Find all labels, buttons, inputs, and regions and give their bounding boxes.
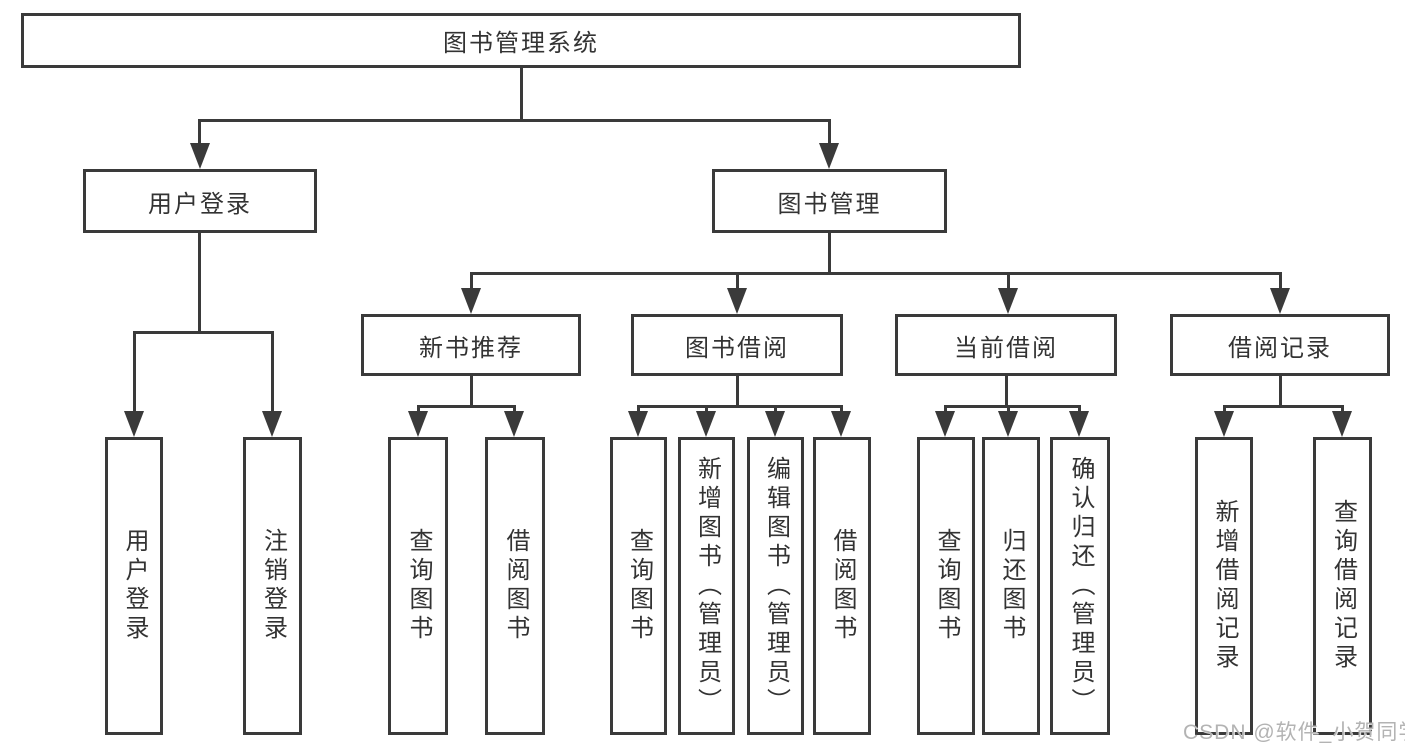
arrow-down-icon bbox=[190, 143, 210, 169]
connector-line bbox=[1279, 272, 1282, 289]
leaf-query-books-recommend: 查询图书 bbox=[388, 437, 448, 735]
arrow-down-icon bbox=[124, 411, 144, 437]
arrow-down-icon bbox=[696, 411, 716, 437]
arrow-down-icon bbox=[998, 288, 1018, 314]
csdn-watermark: CSDN @软件_小贺同学 bbox=[1183, 721, 1405, 744]
leaf-borrow-books-recommend-label: 借阅图书 bbox=[502, 528, 529, 644]
leaf-return-books-label: 归还图书 bbox=[998, 528, 1025, 644]
leaf-add-borrow-record: 新增借阅记录 bbox=[1195, 437, 1253, 735]
arrow-down-icon bbox=[504, 411, 524, 437]
leaf-logout: 注销登录 bbox=[243, 437, 302, 735]
node-user-login-label: 用户登录 bbox=[148, 190, 252, 218]
connector-line bbox=[1279, 376, 1282, 407]
arrow-down-icon bbox=[628, 411, 648, 437]
leaf-borrow-books-recommend: 借阅图书 bbox=[485, 437, 545, 735]
node-user-login: 用户登录 bbox=[83, 169, 317, 233]
connector-line bbox=[1223, 405, 1344, 408]
arrow-down-icon bbox=[1332, 411, 1352, 437]
connector-line bbox=[774, 405, 777, 414]
arrow-down-icon bbox=[727, 288, 747, 314]
node-book-borrowing: 图书借阅 bbox=[631, 314, 843, 376]
leaf-confirm-return-admin-label: 确认归还（管理员） bbox=[1067, 455, 1094, 717]
arrow-down-icon bbox=[998, 411, 1018, 437]
connector-line bbox=[736, 376, 739, 407]
node-library-system-label: 图书管理系统 bbox=[443, 30, 599, 57]
node-book-borrowing-label: 图书借阅 bbox=[685, 334, 789, 362]
arrow-down-icon bbox=[765, 411, 785, 437]
leaf-edit-books-admin: 编辑图书（管理员） bbox=[747, 437, 804, 735]
connector-line bbox=[637, 405, 640, 414]
node-new-book-recommend: 新书推荐 bbox=[361, 314, 581, 376]
connector-line bbox=[417, 405, 515, 408]
node-new-book-recommend-label: 新书推荐 bbox=[419, 334, 523, 362]
arrow-down-icon bbox=[461, 288, 481, 314]
connector-line bbox=[133, 331, 274, 334]
node-current-borrowing-label: 当前借阅 bbox=[954, 334, 1058, 362]
leaf-query-books-borrowing: 查询图书 bbox=[610, 437, 667, 735]
connector-line bbox=[198, 119, 201, 144]
connector-line bbox=[470, 376, 473, 407]
connector-line bbox=[944, 405, 947, 414]
connector-line bbox=[1007, 272, 1010, 289]
leaf-return-books: 归还图书 bbox=[982, 437, 1040, 735]
connector-line bbox=[828, 233, 831, 274]
node-current-borrowing: 当前借阅 bbox=[895, 314, 1117, 376]
arrow-down-icon bbox=[1069, 411, 1089, 437]
leaf-confirm-return-admin: 确认归还（管理员） bbox=[1050, 437, 1110, 735]
leaf-logout-label: 注销登录 bbox=[259, 528, 287, 644]
leaf-edit-books-admin-label: 编辑图书（管理员） bbox=[762, 455, 790, 717]
connector-line bbox=[637, 405, 843, 408]
node-library-system: 图书管理系统 bbox=[21, 13, 1021, 68]
arrow-down-icon bbox=[262, 411, 282, 437]
connector-line bbox=[198, 233, 201, 333]
connector-line bbox=[1223, 405, 1226, 414]
leaf-borrow-books-label: 借阅图书 bbox=[829, 528, 856, 644]
connector-line bbox=[271, 331, 274, 413]
connector-line bbox=[513, 405, 516, 414]
arrow-down-icon bbox=[935, 411, 955, 437]
arrow-down-icon bbox=[1214, 411, 1234, 437]
node-book-management: 图书管理 bbox=[712, 169, 947, 233]
node-borrowing-records-label: 借阅记录 bbox=[1228, 334, 1332, 362]
connector-line bbox=[471, 272, 1280, 275]
leaf-add-books-admin-label: 新增图书（管理员） bbox=[693, 455, 721, 717]
leaf-query-books-recommend-label: 查询图书 bbox=[405, 528, 432, 644]
connector-line bbox=[840, 405, 843, 414]
leaf-add-books-admin: 新增图书（管理员） bbox=[678, 437, 735, 735]
arrow-down-icon bbox=[1270, 288, 1290, 314]
leaf-query-books-current-label: 查询图书 bbox=[933, 528, 960, 644]
connector-line bbox=[1005, 376, 1008, 407]
connector-line bbox=[1341, 405, 1344, 414]
leaf-query-borrow-record-label: 查询借阅记录 bbox=[1329, 499, 1357, 673]
connector-line bbox=[417, 405, 420, 414]
node-borrowing-records: 借阅记录 bbox=[1170, 314, 1390, 376]
connector-line bbox=[828, 119, 831, 144]
arrow-down-icon bbox=[819, 143, 839, 169]
connector-line bbox=[705, 405, 708, 414]
leaf-query-books-current: 查询图书 bbox=[917, 437, 975, 735]
connector-line bbox=[133, 331, 136, 413]
node-book-management-label: 图书管理 bbox=[777, 190, 882, 218]
leaf-borrow-books: 借阅图书 bbox=[813, 437, 871, 735]
connector-line bbox=[520, 68, 523, 120]
connector-line bbox=[470, 272, 473, 289]
connector-line bbox=[1078, 405, 1081, 414]
connector-line bbox=[944, 405, 1081, 408]
arrow-down-icon bbox=[831, 411, 851, 437]
leaf-user-login-label: 用户登录 bbox=[121, 528, 148, 644]
leaf-add-borrow-record-label: 新增借阅记录 bbox=[1211, 499, 1238, 673]
arrow-down-icon bbox=[408, 411, 428, 437]
leaf-query-books-borrowing-label: 查询图书 bbox=[625, 528, 653, 644]
connector-line bbox=[199, 119, 830, 122]
leaf-query-borrow-record: 查询借阅记录 bbox=[1313, 437, 1372, 735]
connector-line bbox=[736, 272, 739, 289]
connector-line bbox=[1007, 405, 1010, 414]
leaf-user-login: 用户登录 bbox=[105, 437, 163, 735]
